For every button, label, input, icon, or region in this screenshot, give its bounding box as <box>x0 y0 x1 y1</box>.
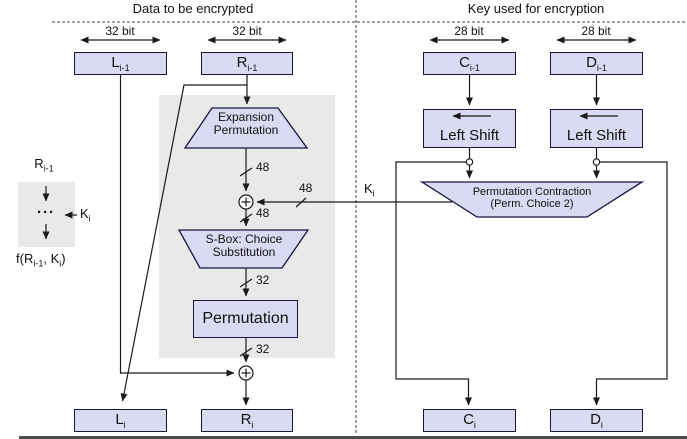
perm-contraction-label: Permutation Contraction(Perm. Choice 2) <box>472 186 592 211</box>
xor-node-feistel <box>238 365 254 381</box>
header-data-section: Data to be encrypted <box>132 1 254 16</box>
bit-width-label-d: 28 bit <box>581 24 611 38</box>
legend-dots: ··· <box>37 204 55 221</box>
wire-width-perm-out: 32 <box>256 342 270 356</box>
left-shift-label: Left Shift <box>439 127 500 144</box>
register-label: Di <box>590 411 603 430</box>
register-l-prev: Li-1 <box>74 52 167 75</box>
bit-width-label-l: 32 bit <box>105 24 135 38</box>
legend-f-label: f(Ri-1, Ki) <box>16 251 66 269</box>
register-c-prev: Ci-1 <box>423 52 516 75</box>
wire-width-sbox-out: 32 <box>256 273 270 287</box>
register-label: Ci-1 <box>459 54 480 73</box>
register-label: Ci <box>463 411 476 430</box>
register-label: Di-1 <box>586 54 607 73</box>
register-label: Li <box>115 411 126 430</box>
bottom-border-bar <box>19 436 687 439</box>
register-label: Ri-1 <box>236 54 258 73</box>
register-l-next: Li <box>74 409 167 432</box>
header-key-section: Key used for encryption <box>467 1 605 16</box>
bit-width-label-c: 28 bit <box>454 24 484 38</box>
bit-width-label-r: 32 bit <box>232 24 262 38</box>
left-shift-box-d: Left Shift <box>550 109 643 148</box>
register-label: Ri <box>240 411 254 430</box>
register-r-next: Ri <box>201 409 293 432</box>
legend-k-label: Ki <box>80 206 91 224</box>
wire-width-subkey: 48 <box>299 181 313 195</box>
subkey-label: Ki <box>364 181 375 199</box>
register-r-prev: Ri-1 <box>201 52 293 75</box>
wire-width-xor-out: 48 <box>256 206 270 220</box>
junction-nodes <box>465 158 601 166</box>
register-label: Li-1 <box>111 54 130 73</box>
legend-input-label: Ri-1 <box>34 156 54 174</box>
permutation-label: Permutation <box>202 310 289 327</box>
register-c-next: Ci <box>423 409 516 432</box>
left-shift-box-c: Left Shift <box>423 109 516 148</box>
permutation-box: Permutation <box>193 300 298 338</box>
register-d-next: Di <box>550 409 643 432</box>
left-shift-label: Left Shift <box>566 127 627 144</box>
wire-width-expansion-out: 48 <box>256 160 270 174</box>
register-d-prev: Di-1 <box>550 52 643 75</box>
